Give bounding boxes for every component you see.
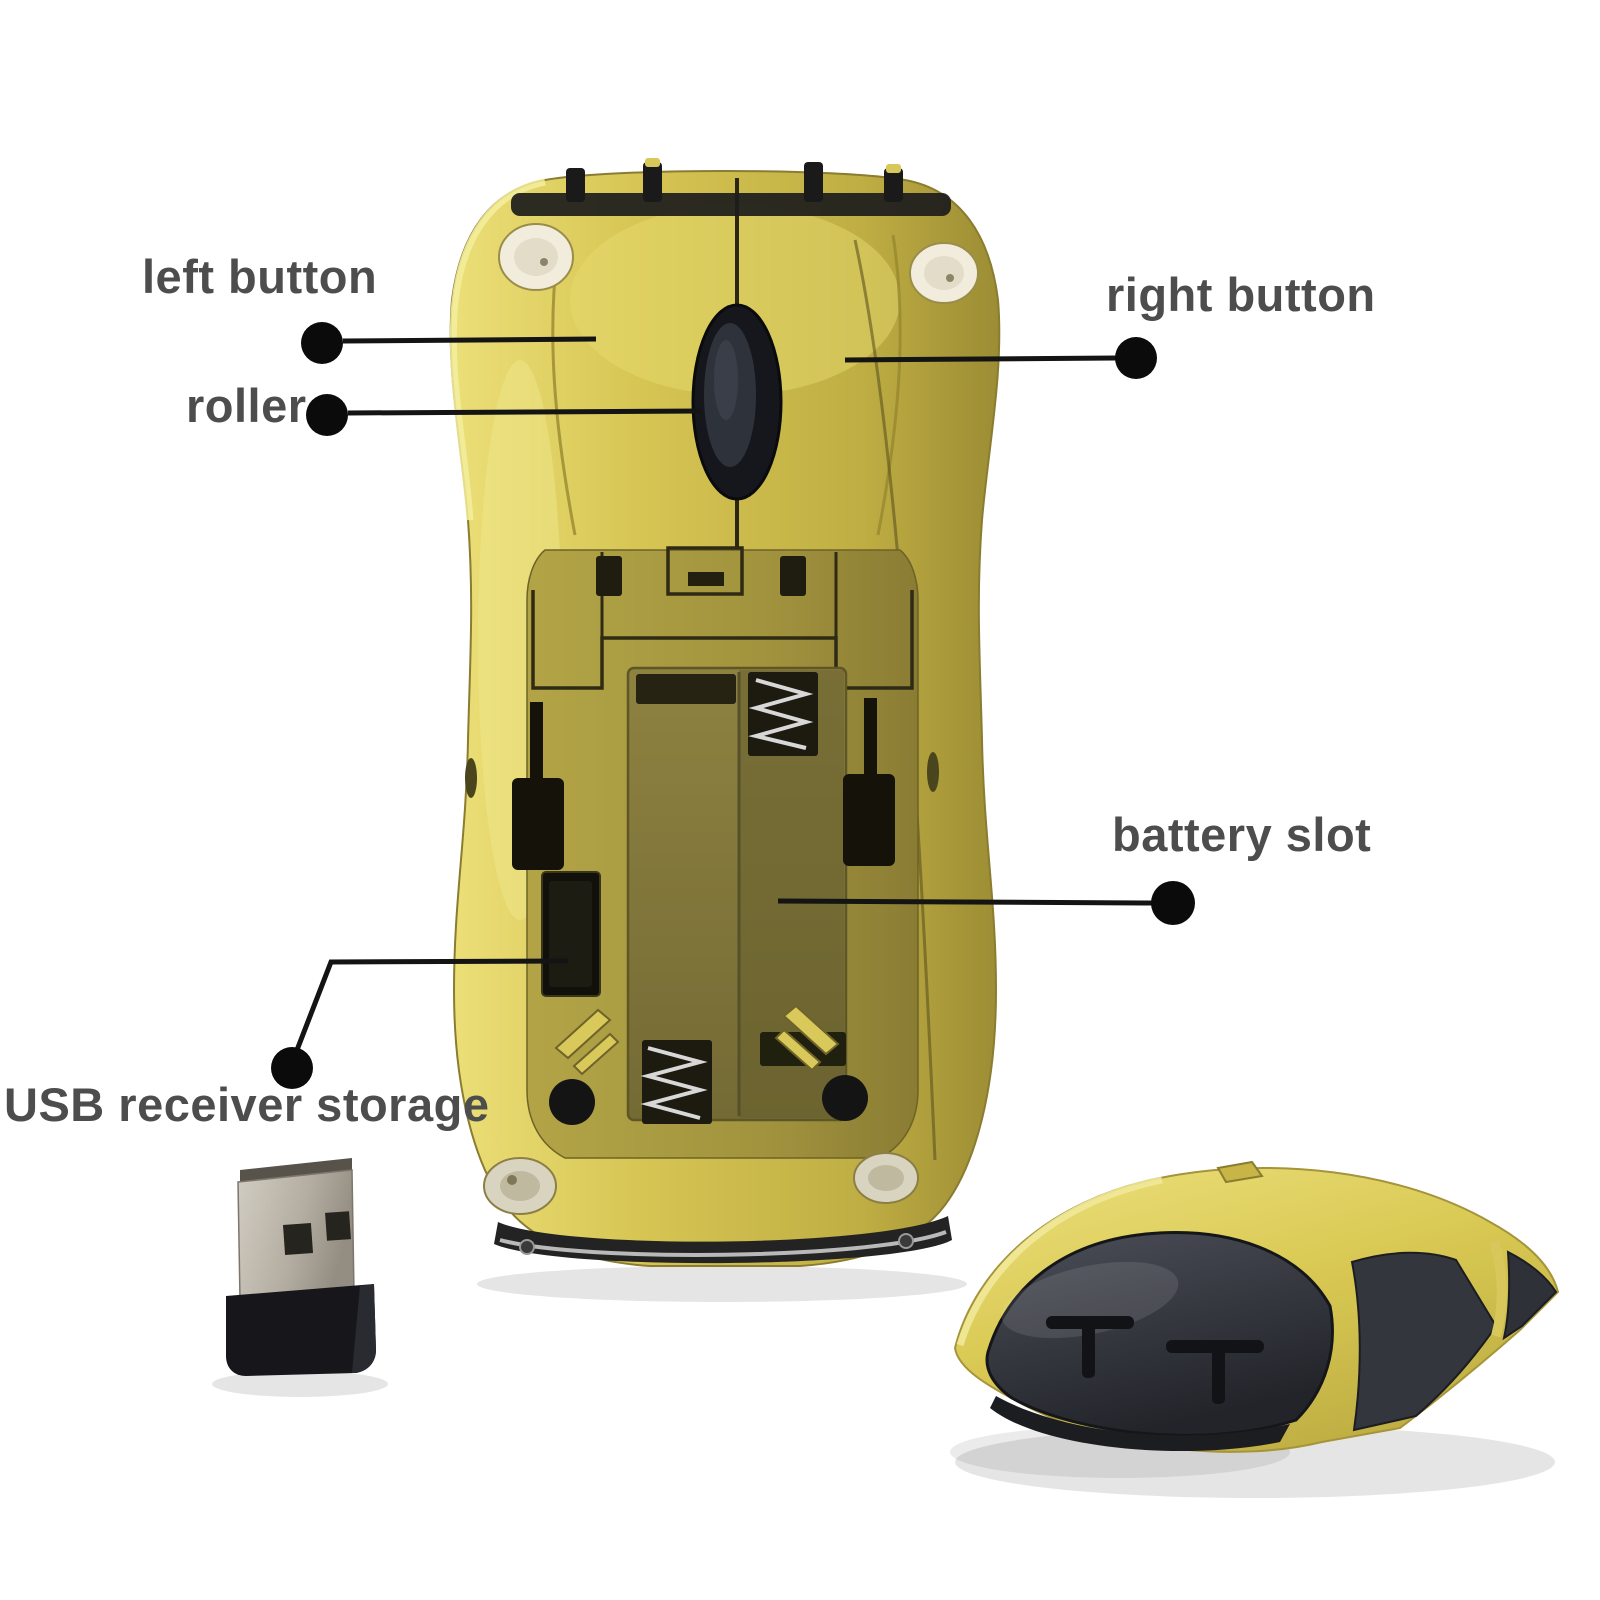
label-roller: roller — [186, 379, 307, 432]
label-usb-receiver-storage: USB receiver storage — [4, 1078, 490, 1131]
tail-light-right — [853, 1152, 919, 1204]
tail-light-left — [483, 1157, 557, 1215]
side-slot-right — [927, 752, 939, 792]
side-window-rear — [1502, 1250, 1558, 1341]
b-pillar — [1489, 1240, 1507, 1338]
callout-line-battery-slot — [777, 898, 1153, 906]
mouse-bottom-view — [449, 158, 1001, 1302]
windshield-clip-left — [1046, 1316, 1134, 1378]
callout-dot-left-button — [301, 322, 343, 364]
callout-dot-roller — [306, 394, 348, 436]
side-slot-left — [465, 758, 477, 798]
usb-plug-hole-left — [282, 1223, 314, 1255]
front-vent-left — [596, 556, 622, 596]
headlight-right — [909, 242, 979, 304]
rear-bumper — [494, 1216, 952, 1264]
scroll-roller — [691, 303, 783, 501]
side-window-front — [1350, 1251, 1498, 1432]
usb-receiver-storage-slot — [541, 871, 601, 997]
windshield — [985, 1231, 1334, 1437]
label-battery-slot: battery slot — [1112, 808, 1372, 861]
cover-latch — [666, 546, 744, 596]
glide-foot-front-right — [843, 698, 895, 866]
label-right-button: right button — [1106, 268, 1376, 321]
rear-foot-right — [822, 1075, 868, 1121]
cover-underside — [990, 1396, 1290, 1452]
cover-latch-slot — [688, 572, 724, 586]
callout-line-usb-receiver-storage — [294, 958, 569, 1051]
left-fender-highlight — [449, 178, 546, 521]
front-bumper-bar — [511, 193, 951, 216]
glide-foot-front-left — [512, 702, 564, 870]
usb-plug-hole-right — [325, 1211, 351, 1241]
car-top-cover — [950, 1160, 1560, 1498]
usb-receiver — [212, 1158, 388, 1397]
callout-dot-battery-slot — [1151, 881, 1195, 925]
windshield-glare — [1001, 1261, 1179, 1339]
rear-vent-left — [554, 1008, 620, 1076]
battery-spring-top — [748, 678, 814, 750]
windshield-clip-right — [1166, 1340, 1264, 1404]
usb-receiver-body-edge — [352, 1284, 376, 1373]
callout-dots — [271, 322, 1195, 1089]
callout-line-right-button — [844, 355, 1117, 363]
callout-lines — [294, 336, 1153, 1051]
usb-plug-top-face — [240, 1158, 352, 1182]
battery-contact-plate — [636, 674, 736, 704]
mouse-ground-shadow — [477, 1266, 967, 1302]
label-left-button: left button — [142, 250, 378, 303]
battery-spring-bottom — [640, 1046, 708, 1120]
callout-line-roller — [347, 408, 703, 416]
usb-receiver-body — [226, 1284, 376, 1376]
front-vent-right — [780, 556, 806, 596]
chassis-seam — [531, 590, 914, 690]
headlight-left — [498, 223, 574, 291]
rear-vent-right — [774, 1004, 840, 1072]
callout-line-left-button — [342, 336, 597, 344]
rear-foot-left — [549, 1079, 595, 1125]
roof-edge-highlight — [956, 1176, 1163, 1347]
callout-dot-right-button — [1115, 337, 1157, 379]
bumper-guards — [566, 158, 903, 202]
right-button-seam — [876, 234, 902, 536]
battery-compartment — [626, 666, 848, 1124]
roof-notch — [1216, 1160, 1264, 1184]
callout-dot-usb-receiver-storage — [271, 1047, 313, 1089]
usb-receiver-shadow — [212, 1371, 388, 1397]
